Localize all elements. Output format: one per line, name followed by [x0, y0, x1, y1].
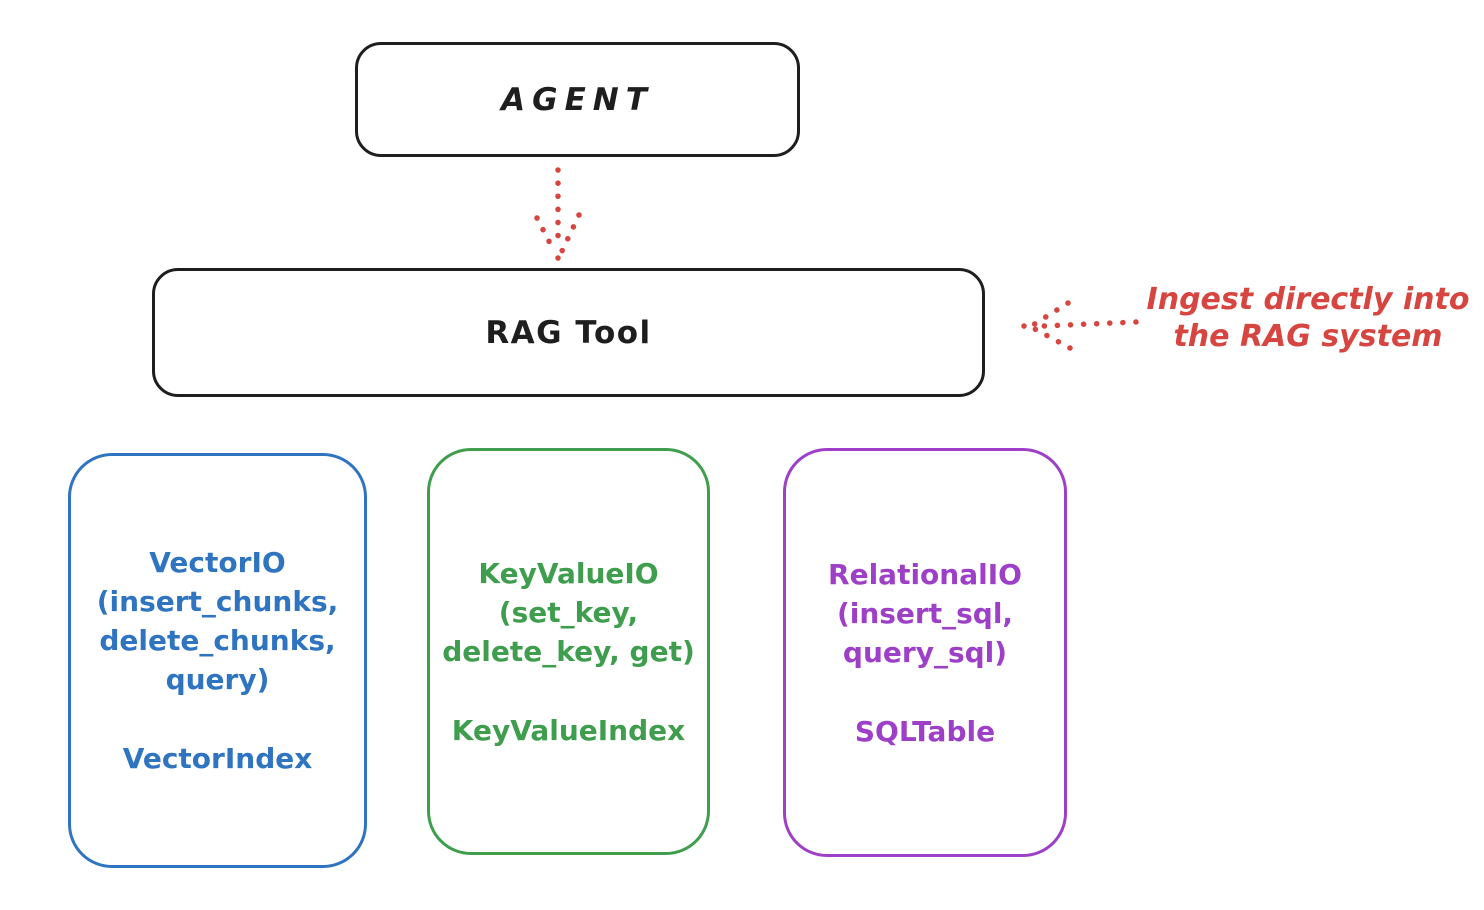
- sql-table-label: SQLTable: [854, 714, 996, 748]
- agent-to-rag-arrow: [534, 167, 582, 262]
- annotation-to-rag-arrow: [1021, 300, 1139, 351]
- ingest-annotation: Ingest directly into the RAG system: [1138, 281, 1478, 355]
- vector-io-title: VectorIO: [149, 546, 286, 579]
- relational-io-title: RelationalIO: [828, 557, 1022, 591]
- agent-node: AGENT: [355, 42, 800, 157]
- keyvalue-io-title: KeyValueIO: [478, 556, 659, 590]
- rag-tool-node: RAG Tool: [152, 268, 985, 397]
- relational-io-methods-line1: (insert_sql,: [836, 596, 1014, 630]
- rag-tool-node-label: RAG Tool: [485, 314, 652, 351]
- vector-io-node: VectorIO (insert_chunks, delete_chunks, …: [68, 453, 367, 868]
- ingest-annotation-line1: Ingest directly into: [1146, 282, 1470, 317]
- vector-io-methods-line1: (insert_chunks,: [96, 585, 339, 618]
- keyvalue-index-label: KeyValueIndex: [451, 713, 686, 747]
- ingest-annotation-line2: the RAG system: [1173, 319, 1443, 354]
- vector-io-methods-line2: delete_chunks,: [99, 624, 336, 657]
- relational-io-node: RelationalIO (insert_sql, query_sql) SQL…: [783, 448, 1067, 857]
- vector-index-label: VectorIndex: [122, 742, 313, 775]
- keyvalue-io-methods-line1: (set_key,: [498, 595, 639, 629]
- vector-io-methods-line3: query): [165, 663, 270, 696]
- keyvalue-io-node: KeyValueIO (set_key, delete_key, get) Ke…: [427, 448, 710, 855]
- relational-io-methods-line2: query_sql): [842, 635, 1008, 669]
- keyvalue-io-methods-line2: delete_key, get): [442, 634, 695, 668]
- agent-node-label: AGENT: [501, 81, 654, 118]
